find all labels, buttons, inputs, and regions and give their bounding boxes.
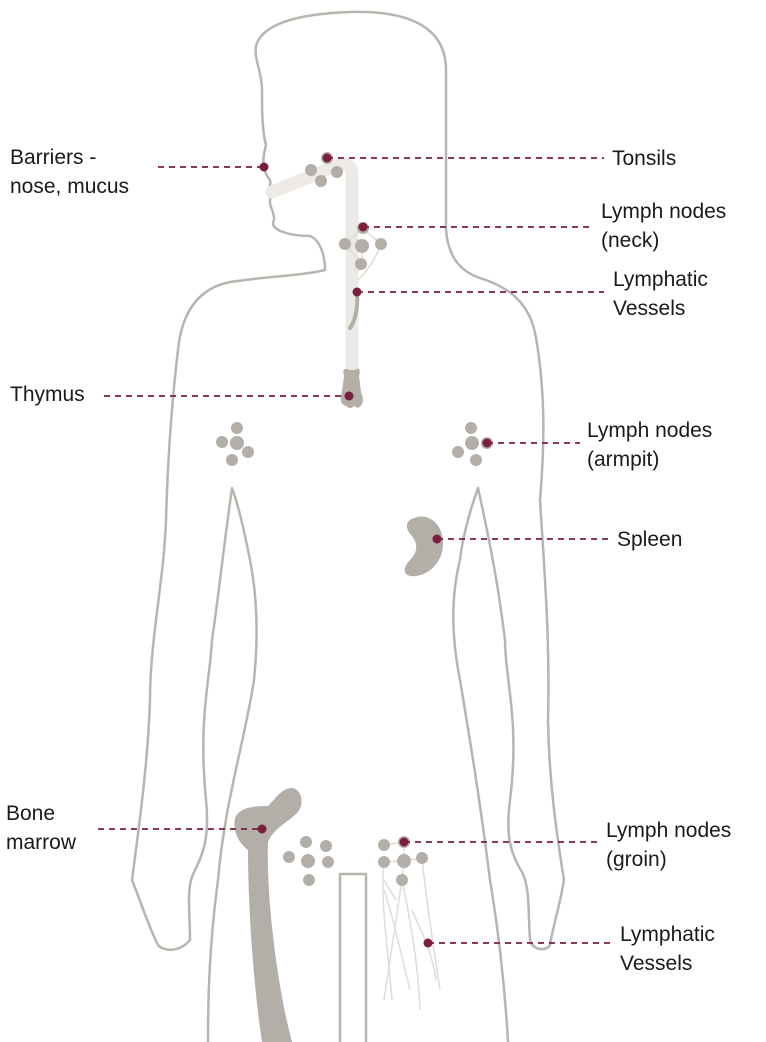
femur-bone [234,788,301,1042]
accent-dots [258,154,492,948]
label-lymphatic-lower: Lymphatic Vessels [620,920,715,978]
armpit-nodes-left [216,422,254,466]
dot-lymph-groin [400,838,409,847]
pubic-region [340,874,366,1042]
spleen-organ [405,516,443,576]
dot-thymus [345,392,354,401]
label-lymph-neck: Lymph nodes (neck) [601,197,726,255]
dot-lymphatic-lower [424,939,433,948]
label-lymph-groin: Lymph nodes (groin) [606,816,731,874]
label-spleen: Spleen [617,525,682,554]
dot-tonsils [323,154,332,163]
dot-lymph-armpit [483,439,492,448]
label-bone-marrow: Bone marrow [6,799,76,857]
dot-lymph-neck [359,223,368,232]
dot-lymphatic-upper [353,288,362,297]
dot-bone-marrow [258,825,267,834]
dot-spleen [433,535,442,544]
label-barriers: Barriers - nose, mucus [10,143,129,201]
label-lymph-armpit: Lymph nodes (armpit) [587,416,712,474]
groin-nodes-left [283,836,334,886]
thymus-organ [341,369,363,408]
dot-barriers [260,163,269,172]
label-lymphatic-upper: Lymphatic Vessels [613,265,708,323]
label-tonsils: Tonsils [612,144,676,173]
label-thymus: Thymus [10,380,85,409]
groin-lymph-web [383,842,440,1010]
